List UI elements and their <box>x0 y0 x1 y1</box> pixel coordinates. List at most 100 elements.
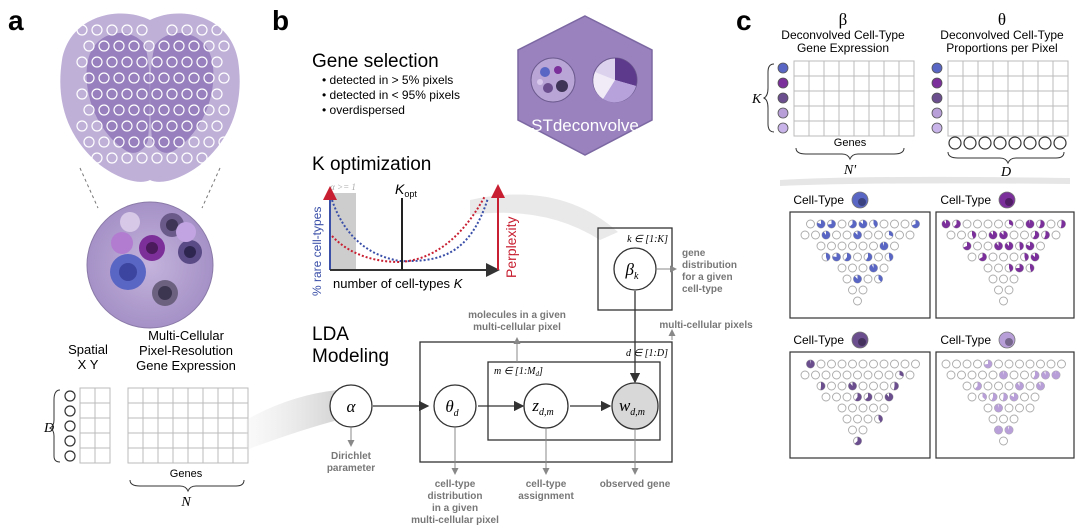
tissue-spot <box>173 40 185 52</box>
spot <box>994 219 1003 229</box>
spot <box>1004 359 1014 369</box>
spatial-cell <box>79 417 96 434</box>
lda-graph: k ∈ [1:K] d ∈ [1:D] m ∈ [1:Md] α θd zd,m… <box>329 227 677 475</box>
spatial-title-1: Spatial <box>68 342 108 357</box>
pixel-circle <box>948 136 962 150</box>
tissue-spot <box>166 120 178 132</box>
spot-proportion <box>953 220 961 228</box>
spot-proportion <box>994 242 1003 250</box>
alpha-region-label: α >= 1 <box>330 182 356 192</box>
spot <box>816 241 826 251</box>
kopt-label: Kopt <box>395 181 417 199</box>
tissue-spot <box>98 72 110 84</box>
theta-node <box>433 384 477 428</box>
spot <box>863 274 873 284</box>
theta-cell <box>962 105 979 122</box>
theta-cell <box>977 75 994 92</box>
tissue-spot <box>128 104 140 116</box>
expression-cell <box>217 447 234 464</box>
tissue-spot <box>211 24 223 36</box>
tissue-spot <box>196 152 208 164</box>
beta-cell <box>898 105 915 122</box>
expression-cell <box>232 387 249 404</box>
celltype-dot <box>777 107 789 119</box>
tissue-spot <box>203 104 215 116</box>
n-brace-a <box>129 479 245 493</box>
spot-proportion <box>1002 393 1008 401</box>
tissue-spot <box>218 72 230 84</box>
beta-cell <box>883 60 900 77</box>
beta-cell <box>868 60 885 77</box>
celltype-label: Cell-Type <box>940 193 991 207</box>
celltype-map-3: Cell-Type <box>789 331 931 459</box>
logo-text: STdeconvolve <box>531 116 639 135</box>
beta-matrix <box>777 60 915 137</box>
pixel-circle <box>64 420 76 432</box>
z-symbol: zd,m <box>531 396 553 418</box>
expression-cell <box>142 387 159 404</box>
spot <box>890 359 899 369</box>
tissue-spot <box>143 72 155 84</box>
spot <box>874 230 883 240</box>
spatial-cell <box>94 432 111 449</box>
genes-label-c: Genes <box>834 137 867 149</box>
spot <box>983 381 993 391</box>
spatial-cell <box>94 447 111 464</box>
celltype-dist-line-3: in a given <box>432 503 478 514</box>
spot-proportion <box>878 415 883 423</box>
tissue-spot <box>91 120 103 132</box>
tissue-spot <box>83 136 95 148</box>
spot <box>895 230 904 240</box>
tissue-spot <box>188 104 200 116</box>
celltype-dot <box>931 92 943 104</box>
beta-cell <box>808 105 825 122</box>
z-node <box>523 383 569 429</box>
spot <box>879 263 889 273</box>
spot <box>853 414 862 424</box>
beta-cell <box>898 75 915 92</box>
spot-proportion <box>1005 426 1013 435</box>
expr-title-1: Multi-Cellular <box>148 328 225 343</box>
spot <box>816 359 826 369</box>
spot-proportion <box>889 231 894 237</box>
tissue-spot <box>181 56 193 68</box>
spot <box>999 296 1008 306</box>
celltype-label: Cell-Type <box>793 333 844 347</box>
expression-cell <box>142 417 159 434</box>
theta-cell <box>992 90 1009 107</box>
celltype-label: Cell-Type <box>793 193 844 207</box>
spot <box>1004 403 1014 413</box>
tissue-spot <box>98 40 110 52</box>
celltype-map-4: Cell-Type <box>935 331 1075 459</box>
d-brace-c <box>947 151 1065 165</box>
spot <box>973 241 982 251</box>
spot-proportion <box>826 253 830 261</box>
spot <box>1015 359 1024 369</box>
tissue-spot <box>151 152 163 164</box>
gene-selection-item-2: • detected in < 95% pixels <box>322 88 460 102</box>
beta-cell <box>898 60 915 77</box>
tissue-spot <box>121 152 133 164</box>
n-prime-brace <box>795 147 905 161</box>
expression-cell <box>202 447 219 464</box>
spot-proportion <box>994 426 1003 434</box>
tissue-spot <box>181 152 193 164</box>
spot-proportion <box>820 382 826 390</box>
spot-proportion <box>1009 220 1014 226</box>
spot-proportion <box>984 360 992 368</box>
theta-cell <box>992 75 1009 92</box>
theta-cell <box>1037 105 1054 122</box>
spot <box>1009 414 1019 424</box>
spot <box>800 370 810 380</box>
spot <box>999 414 1008 424</box>
spot <box>941 359 951 369</box>
tissue-spot <box>158 72 170 84</box>
tissue-spot <box>143 136 155 148</box>
panel-letter-b: b <box>272 5 289 36</box>
celltype-swatch-nucleus <box>858 198 866 206</box>
celltype-swatch-nucleus <box>858 338 866 346</box>
expression-cell <box>142 447 159 464</box>
theta-cell <box>1052 60 1069 77</box>
tissue-spot <box>211 120 223 132</box>
spot <box>1030 392 1040 402</box>
